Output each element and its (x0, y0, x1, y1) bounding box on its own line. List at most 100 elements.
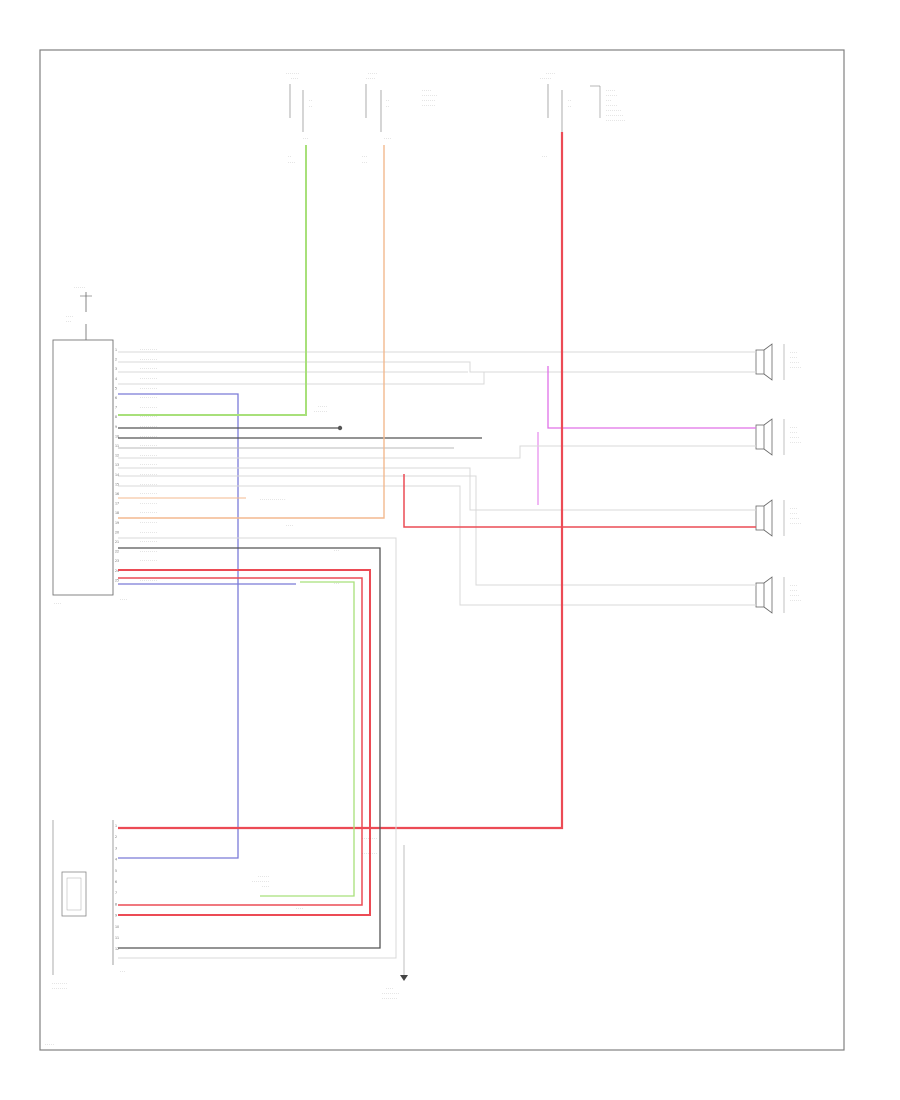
radio-pin-wire-code: · · · · · · · · · (140, 386, 157, 390)
radio-pin-number: 6 (115, 396, 117, 400)
svg-text:· · · · · · · · · · · · ·: · · · · · · · · · · · · · (260, 498, 285, 502)
speaker-left-rear-icon: · · · ·· · · ·· · · · ·· · · · · · (755, 418, 801, 456)
radio-pin-number: 23 (115, 559, 119, 563)
speaker-label-line: · · · · · (790, 361, 799, 365)
subwoofer-pin-number: 6 (115, 880, 117, 884)
radio-pin-wire-code: · · · · · · · · · (140, 434, 157, 438)
antenna: · · · · · · · · · · · · · (66, 286, 92, 340)
subwoofer-pin-number: 1 (115, 824, 117, 828)
svg-text:· ·: · · (568, 105, 571, 109)
svg-text:· · · ·: · · · · (386, 987, 393, 991)
wire-blue (118, 393, 239, 859)
svg-text:· · · · · · · · ·: · · · · · · · · · (606, 114, 623, 118)
svg-text:· · · · · · · ·: · · · · · · · · (362, 837, 377, 841)
diagram-frame (39, 49, 845, 1051)
svg-text:· · · · · · · ·: · · · · · · · · (52, 987, 67, 991)
subwoofer-pin-number: 12 (115, 947, 119, 951)
svg-text:· · ·: · · · (334, 582, 339, 586)
subwoofer-pin-number: 9 (115, 914, 117, 918)
svg-text:· · · · ·: · · · · · (546, 72, 555, 76)
radio-pin-wire-code: · · · · · · · · · (140, 502, 157, 506)
ground-arrow-icon (400, 975, 408, 981)
radio-pin-number: 2 (115, 358, 117, 362)
radio-pin-wire-code: · · · · · · · · · (140, 415, 157, 419)
radio-pin-wire-code: · · · · · · · · · (140, 367, 157, 371)
svg-text:· · ·: · · · (334, 549, 339, 553)
speaker-label-line: · · · · · (790, 594, 799, 598)
wire-rf-plus (118, 467, 756, 511)
speaker-label-line: · · · · (790, 351, 797, 355)
annotations: · · · · · · · · · · · · · · · · · · · · … (252, 405, 408, 1001)
svg-text:· · · · · · ·: · · · · · · · (286, 72, 299, 76)
radio-label: · · · · (54, 602, 61, 606)
radio-pin-number: 24 (115, 569, 119, 573)
radio-pin-wire-code: · · · · · · · · · (140, 473, 157, 477)
speaker-label-line: · · · · · · (790, 522, 801, 526)
subwoofer-pin-number: 3 (115, 846, 117, 850)
speaker-left-front-icon: · · · ·· · · ·· · · · ·· · · · · · (755, 343, 801, 381)
radio-pin-number: 10 (115, 434, 119, 438)
wire-sub-gray (118, 537, 397, 959)
svg-text:· · · · · · · ·: · · · · · · · · (362, 852, 377, 856)
subwoofer-pin-number: 10 (115, 925, 119, 929)
speakers: · · · ·· · · ·· · · · ·· · · · · ·· · · … (755, 343, 801, 614)
radio-pin-number: 9 (115, 425, 117, 429)
svg-text:· · · · · · · ·: · · · · · · · · (422, 94, 437, 98)
radio-pin-number: 14 (115, 473, 119, 477)
radio-pin-wire-code: · · · · · · · · · (140, 463, 157, 467)
svg-text:· · · · ·: · · · · · (606, 89, 615, 93)
radio-pin-number: 13 (115, 463, 119, 467)
svg-text:· · ·: · · · (606, 99, 611, 103)
subwoofer-pin-number: 4 (115, 858, 117, 862)
speaker-label-line: · · · · (790, 507, 797, 511)
radio-pin-number: 15 (115, 482, 119, 486)
wire-orange (118, 145, 385, 519)
radio-pin-number: 8 (115, 415, 117, 419)
svg-text:· · · · · · ·: · · · · · · · (422, 104, 435, 108)
svg-text:· · · ·: · · · · (262, 885, 269, 889)
radio-pin-wire-code: · · · · · · · · · (140, 454, 157, 458)
wires (118, 132, 756, 975)
svg-text:· · · · ·: · · · · · (422, 89, 431, 93)
speaker-label-line: · · · · · (790, 517, 799, 521)
svg-text:· · · · · · ·: · · · · · · · (314, 410, 327, 414)
svg-text:· · ·: · · · (66, 320, 71, 324)
svg-text:· ·: · · (386, 99, 389, 103)
svg-text:· · · · · ·: · · · · · · (606, 94, 617, 98)
subwoofer-icon (61, 871, 87, 917)
svg-text:· · · · ·: · · · · · (368, 72, 377, 76)
wire-lf-minus (118, 361, 756, 373)
speaker-label-line: · · · · (790, 426, 797, 430)
radio-pin-number: 4 (115, 377, 117, 381)
svg-text:· · · ·: · · · · (66, 315, 73, 319)
wire-magenta (547, 366, 756, 429)
svg-text:· ·: · · (386, 105, 389, 109)
svg-text:· · · · · ·: · · · · · · (74, 286, 85, 290)
svg-text:· · · ·: · · · · (286, 524, 293, 528)
svg-text:· · · ·: · · · · (291, 77, 298, 81)
svg-text:· · ·: · · · (362, 155, 367, 159)
wire-rf-minus (403, 474, 756, 528)
radio-pin-wire-code: · · · · · · · · · (140, 358, 157, 362)
svg-text:· · · · · · · ·: · · · · · · · · (606, 109, 621, 113)
radio-pin-number: 5 (115, 386, 117, 390)
svg-text:· · · · · · · · ·: · · · · · · · · · (252, 880, 269, 884)
diagram-code-label: · · · · · (45, 1043, 54, 1047)
svg-text:· · ·: · · · (303, 137, 308, 141)
radio-pin-wire-code: · · · · · · · · · (140, 550, 157, 554)
subwoofer-pin-number: 7 (115, 891, 117, 895)
wire-lr-minus (118, 445, 756, 459)
radio-pin-wire-code: · · · · · · · · · (140, 559, 157, 563)
radio-pin-number: 3 (115, 367, 117, 371)
radio-pin-wire-code: · · · · · · · · · (140, 521, 157, 525)
radio-pin-number: 25 (115, 578, 119, 582)
radio-pin-wire-code: · · · · · · · · · (140, 348, 157, 352)
subwoofer-pin-number: 8 (115, 902, 117, 906)
radio-pin-number: 1 (115, 348, 117, 352)
radio-pin-labels: 1 · · · · · · · · · 2 · · · · · · · · · 3 · ·… (115, 348, 157, 582)
svg-text:· ·: · · (309, 99, 312, 103)
svg-text:· · · · · · · · · ·: · · · · · · · · · · (606, 119, 625, 123)
wire-gray-b (118, 372, 485, 385)
radio-pin-number: 21 (115, 540, 119, 544)
